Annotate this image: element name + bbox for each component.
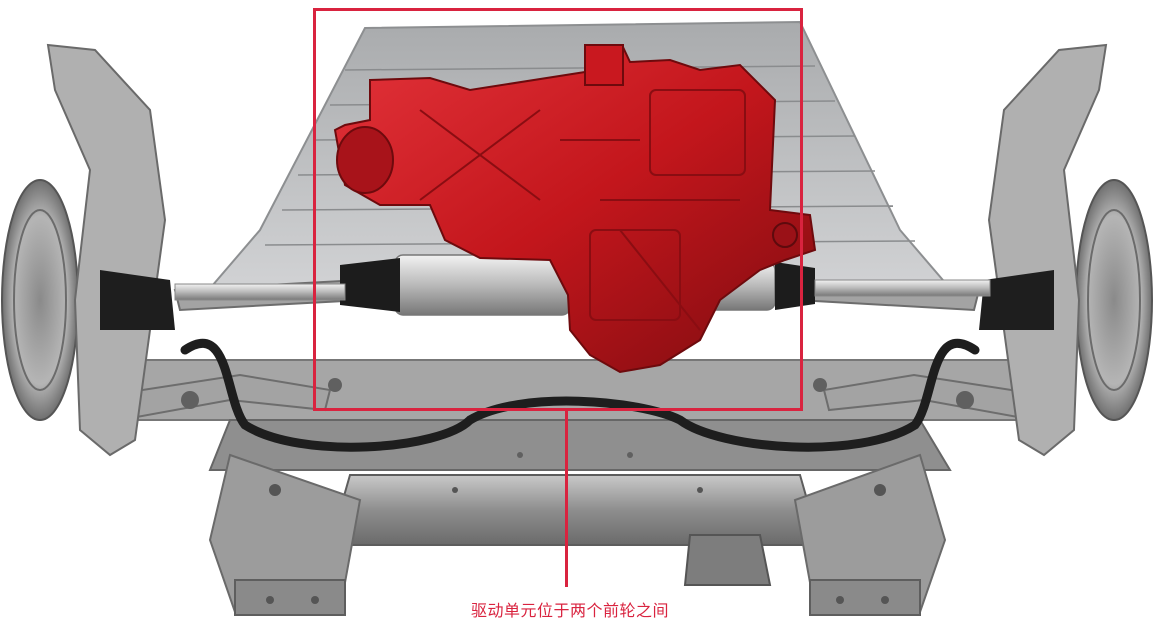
frame-bolts xyxy=(181,378,974,458)
annotation-leader-line xyxy=(565,411,568,587)
drive-unit-highlight-box xyxy=(313,8,803,411)
annotation-caption: 驱动单元位于两个前轮之间 xyxy=(470,601,669,620)
right-wheel-hub xyxy=(979,43,1153,457)
drive-unit xyxy=(333,44,817,374)
left-wheel-hub xyxy=(1,43,175,457)
stabilizer-bar xyxy=(180,338,980,452)
